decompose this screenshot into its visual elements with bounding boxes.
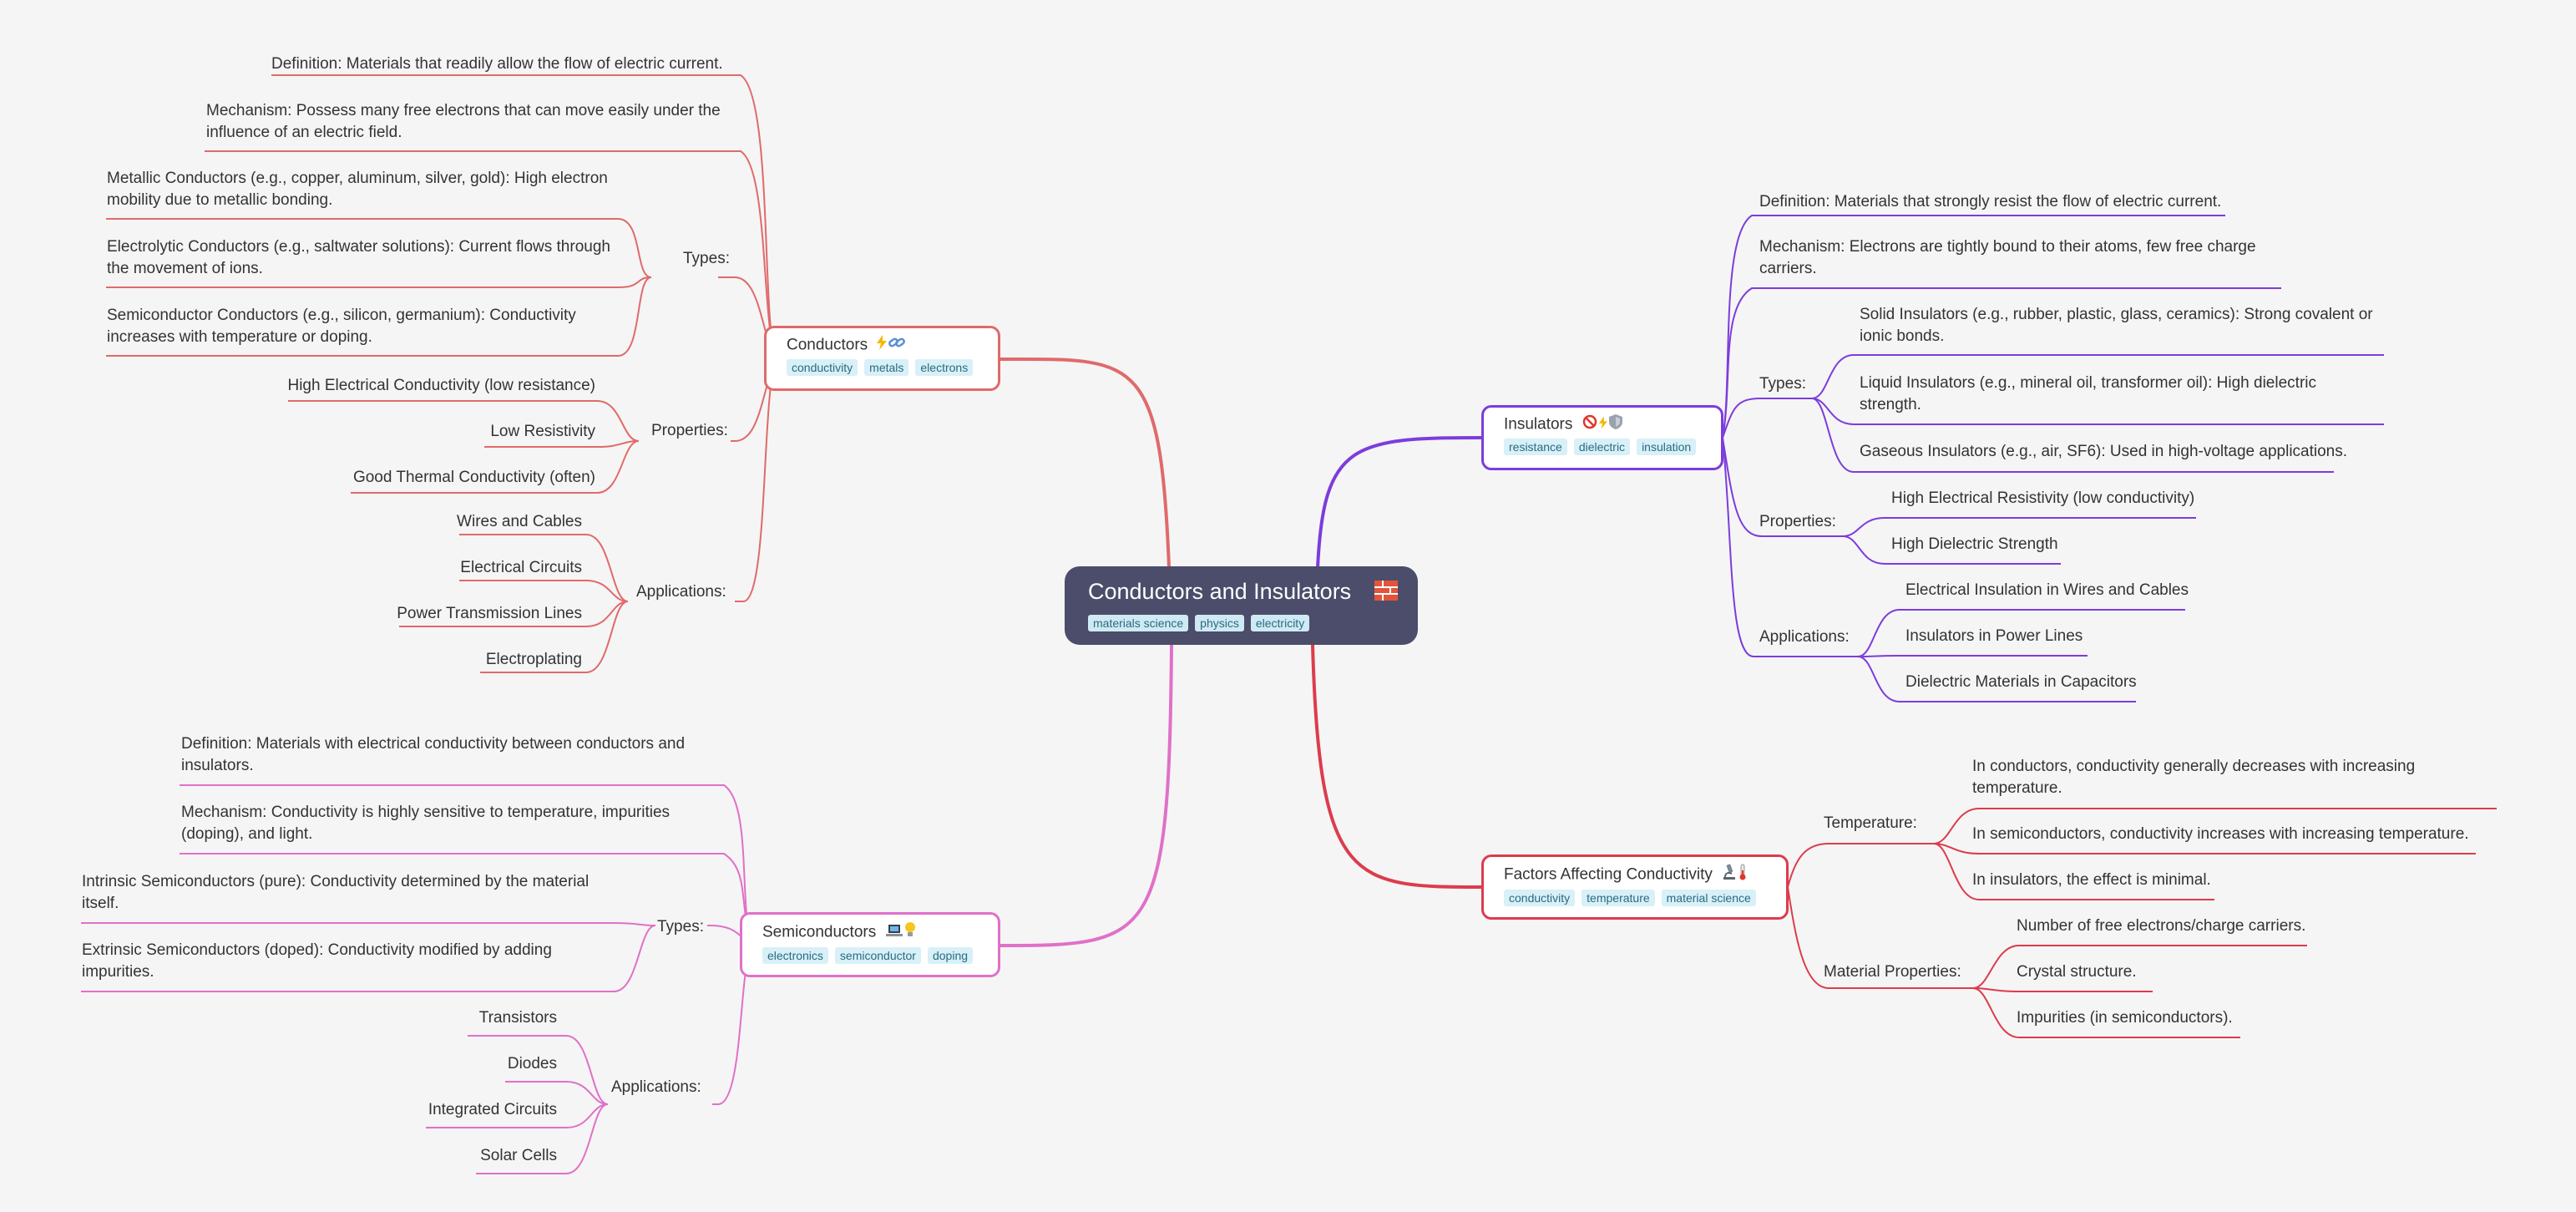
insulators-application-item: Insulators in Power Lines	[1905, 627, 2083, 645]
semiconductors-node[interactable]: Semiconductors electronics semiconductor…	[740, 912, 1000, 977]
conductors-property-item: Good Thermal Conductivity (often)	[352, 469, 595, 486]
conductors-type-item: Electrolytic Conductors (e.g., saltwater…	[107, 238, 610, 277]
semiconductors-mechanism: Mechanism: Conductivity is highly sensit…	[181, 804, 671, 843]
conductors-title: Conductors	[787, 336, 868, 354]
semiconductors-applications-label: Applications:	[611, 1078, 701, 1096]
root-title: Conductors and Insulators	[1088, 579, 1352, 604]
insulators-applications-label: Applications:	[1759, 628, 1850, 646]
insulators-type-item: Solid Insulators (e.g., rubber, plastic,…	[1860, 306, 2373, 345]
factors-tag: material science	[1661, 890, 1756, 906]
conductors-tag: electrons	[915, 359, 974, 376]
lightning-icon	[1598, 415, 1607, 435]
insulators-mechanism: Mechanism: Electrons are tightly bound t…	[1759, 238, 2256, 277]
insulators-tag: resistance	[1504, 439, 1567, 455]
root-tag: electricity	[1250, 614, 1310, 631]
edge-root-semiconductors	[998, 643, 1173, 947]
conductors-properties-label: Properties:	[651, 422, 728, 439]
shield-icon	[1608, 414, 1622, 435]
conductors-node[interactable]: Conductors conductivity metals electrons	[764, 326, 1000, 391]
insulators-definition: Definition: Materials that strongly resi…	[1759, 193, 2222, 210]
semiconductors-tag: semiconductor	[834, 947, 921, 964]
conductors-application-item: Electroplating	[485, 651, 582, 668]
insulators-type-item: Gaseous Insulators (e.g., air, SF6): Use…	[1860, 443, 2348, 460]
conductors-tag: metals	[864, 359, 909, 376]
semiconductors-application-item: Integrated Circuits	[428, 1101, 557, 1118]
factors-temperature-item: In semiconductors, conductivity increase…	[1972, 825, 2469, 843]
semiconductors-types-label: Types:	[657, 918, 704, 936]
conductors-application-item: Wires and Cables	[457, 513, 582, 530]
factors-material-item: Crystal structure.	[2017, 963, 2137, 981]
lightning-icon	[877, 335, 888, 356]
insulators-property-item: High Dielectric Strength	[1891, 535, 2058, 553]
insulators-type-item: Liquid Insulators (e.g., mineral oil, tr…	[1860, 374, 2316, 413]
factors-material-label: Material Properties:	[1824, 963, 1961, 981]
semiconductors-application-item: Diodes	[507, 1055, 557, 1073]
semiconductors-definition: Definition: Materials with electrical co…	[181, 735, 686, 774]
insulators-properties-label: Properties:	[1759, 513, 1836, 530]
conductors-type-item: Metallic Conductors (e.g., copper, alumi…	[107, 170, 608, 209]
prohibited-icon	[1582, 414, 1597, 435]
semiconductors-application-item: Solar Cells	[480, 1147, 557, 1164]
microscope-icon	[1722, 864, 1737, 886]
factors-tag: temperature	[1582, 890, 1655, 906]
conductors-type-item: Semiconductor Conductors (e.g., silicon,…	[107, 307, 576, 346]
conductors-types-label: Types:	[683, 250, 730, 267]
insulators-types-label: Types:	[1759, 375, 1806, 393]
root-tag: materials science	[1088, 614, 1189, 631]
factors-temperature-label: Temperature:	[1824, 814, 1917, 832]
link-icon	[888, 335, 906, 356]
semiconductors-tag: electronics	[762, 947, 828, 964]
factors-temperature-item: In insulators, the effect is minimal.	[1972, 871, 2211, 889]
insulators-node[interactable]: Insulators resistance dielectric insulat…	[1481, 405, 1723, 470]
conductors-tag: conductivity	[787, 359, 858, 376]
edge-root-conductors	[998, 357, 1171, 570]
conductors-application-item: Electrical Circuits	[460, 559, 582, 576]
conductors-mechanism: Mechanism: Possess many free electrons t…	[206, 102, 721, 141]
factors-material-item: Impurities (in semiconductors).	[2017, 1009, 2233, 1027]
semiconductors-type-item: Extrinsic Semiconductors (doped): Conduc…	[82, 941, 552, 981]
semiconductors-title: Semiconductors	[762, 923, 877, 941]
conductors-applications-label: Applications:	[636, 583, 726, 601]
thermometer-icon	[1738, 864, 1747, 886]
factors-node[interactable]: Factors Affecting Conductivity conductiv…	[1481, 854, 1789, 920]
insulators-tag: insulation	[1637, 439, 1697, 455]
factors-tag: conductivity	[1504, 890, 1576, 906]
semiconductors-type-item: Intrinsic Semiconductors (pure): Conduct…	[82, 873, 590, 912]
conductors-property-item: High Electrical Conductivity (low resist…	[287, 377, 595, 394]
conductors-property-item: Low Resistivity	[490, 423, 595, 440]
semiconductors-tag: doping	[927, 947, 974, 964]
insulators-application-item: Dielectric Materials in Capacitors	[1905, 673, 2137, 691]
factors-material-item: Number of free electrons/charge carriers…	[2017, 917, 2306, 935]
brick-icon	[1374, 578, 1398, 608]
factors-title: Factors Affecting Conductivity	[1504, 865, 1713, 884]
lightbulb-icon	[904, 921, 916, 944]
edge-root-insulators	[1316, 436, 1484, 570]
conductors-application-item: Power Transmission Lines	[397, 605, 582, 622]
insulators-tag: dielectric	[1573, 439, 1631, 455]
insulators-property-item: High Electrical Resistivity (low conduct…	[1891, 489, 2195, 507]
conductors-definition: Definition: Materials that readily allow…	[271, 55, 723, 73]
root-tag: physics	[1195, 614, 1244, 631]
edge-root-factors	[1311, 643, 1484, 889]
semiconductors-application-item: Transistors	[478, 1009, 557, 1027]
root-node[interactable]: Conductors and Insulators materials scie…	[1065, 566, 1418, 645]
insulators-application-item: Electrical Insulation in Wires and Cable…	[1905, 581, 2189, 599]
insulators-title: Insulators	[1504, 415, 1573, 434]
laptop-icon	[885, 923, 903, 943]
factors-temperature-item: In conductors, conductivity generally de…	[1972, 758, 2416, 797]
